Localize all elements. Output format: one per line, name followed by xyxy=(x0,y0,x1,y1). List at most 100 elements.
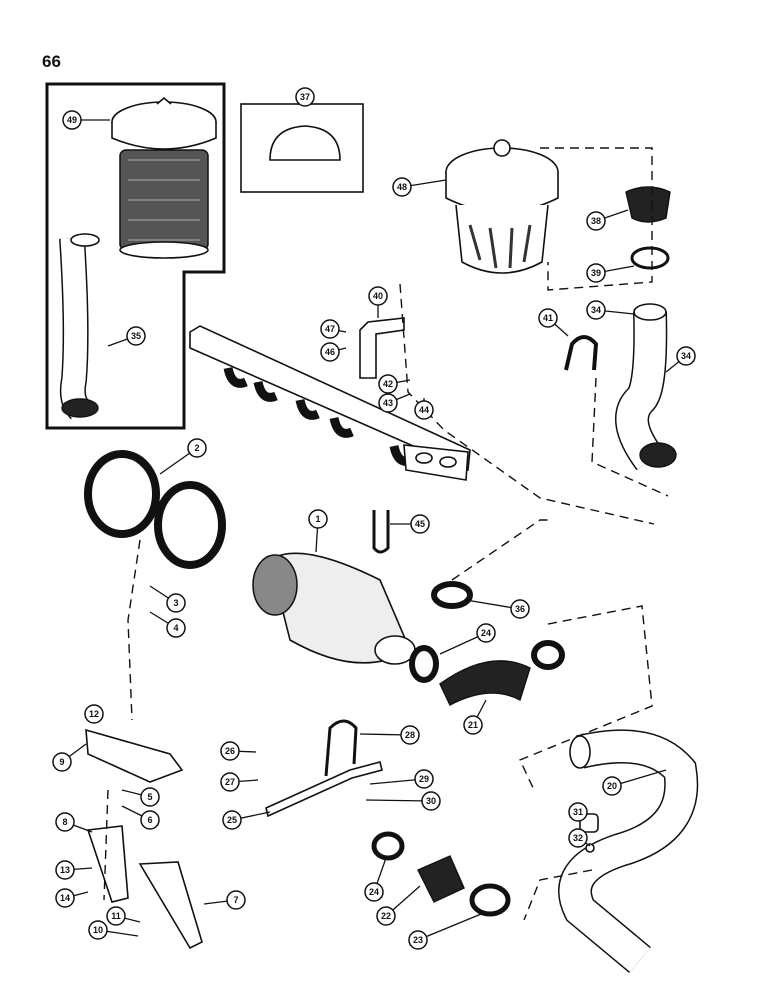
callout-bubble xyxy=(408,930,428,950)
callout-label: 29 xyxy=(419,774,429,784)
callout-bubble xyxy=(568,828,588,848)
bracket-40-shape xyxy=(359,317,405,379)
callout-label: 13 xyxy=(60,865,70,875)
callout-label: 44 xyxy=(419,405,429,415)
callout-label: 11 xyxy=(111,911,121,921)
callout-label: 45 xyxy=(415,519,425,529)
bracket-7 xyxy=(138,861,203,950)
inset-box-precleaner xyxy=(45,82,226,430)
callout-label: 30 xyxy=(426,796,436,806)
callout-9: 9 xyxy=(52,743,87,772)
clamp-39-shape xyxy=(630,246,670,270)
callout-37: 37 xyxy=(295,87,315,107)
callout-label: 24 xyxy=(481,628,491,638)
callout-bubble xyxy=(308,509,328,529)
callout-label: 47 xyxy=(325,324,335,334)
callout-bubble xyxy=(463,715,483,735)
callout-bubble xyxy=(84,704,104,724)
callout-bubble xyxy=(414,400,434,420)
callout-22: 22 xyxy=(376,885,421,926)
callout-6: 6 xyxy=(121,805,160,830)
callout-bubble xyxy=(220,741,240,761)
callout-bubble xyxy=(140,787,160,807)
clamp-24c xyxy=(371,831,405,861)
callout-7: 7 xyxy=(203,890,246,910)
callout-label: 8 xyxy=(62,817,67,827)
callout-13: 13 xyxy=(55,860,93,880)
callout-bubble xyxy=(295,87,315,107)
callout-label: 32 xyxy=(573,833,583,843)
callout-bubble xyxy=(476,623,496,643)
callout-label: 37 xyxy=(300,92,310,102)
ubolt-28 xyxy=(324,719,358,777)
callout-label: 21 xyxy=(468,720,478,730)
callout-label: 10 xyxy=(93,925,103,935)
callout-20: 20 xyxy=(602,769,667,796)
callout-label: 4 xyxy=(173,623,178,633)
callout-bubble xyxy=(586,263,606,283)
callout-leader xyxy=(417,911,487,941)
callout-41: 41 xyxy=(538,308,569,337)
clamp-23 xyxy=(469,883,511,917)
callout-4: 4 xyxy=(149,611,186,638)
manifold-illustration xyxy=(189,325,471,481)
callout-bubble xyxy=(166,593,186,613)
callout-label: 14 xyxy=(60,893,70,903)
callout-label: 31 xyxy=(573,807,583,817)
coupler-22 xyxy=(417,855,465,903)
callout-42: 42 xyxy=(378,374,411,394)
callout-35: 35 xyxy=(107,326,146,347)
plug-32 xyxy=(585,843,595,853)
callout-bubble xyxy=(88,920,108,940)
callout-label: 9 xyxy=(59,757,64,767)
callout-bubble xyxy=(378,393,398,413)
callout-bubble xyxy=(368,286,388,306)
clamp-24b xyxy=(531,640,565,670)
callout-bubble xyxy=(187,438,207,458)
callout-34: 34 xyxy=(586,300,635,320)
callout-leader xyxy=(365,799,432,802)
callout-5: 5 xyxy=(121,787,160,807)
callout-8: 8 xyxy=(55,812,93,833)
callout-label: 3 xyxy=(173,598,178,608)
callout-38: 38 xyxy=(586,209,629,231)
callout-28: 28 xyxy=(359,725,420,745)
callout-label: 1 xyxy=(315,514,320,524)
callout-24: 24 xyxy=(364,857,387,902)
callout-label: 48 xyxy=(397,182,407,192)
callout-46: 46 xyxy=(320,342,347,362)
callout-40: 40 xyxy=(368,286,388,318)
callout-label: 39 xyxy=(591,268,601,278)
callout-48: 48 xyxy=(392,177,447,197)
callout-label: 35 xyxy=(131,331,141,341)
callout-label: 34 xyxy=(591,305,601,315)
callout-39: 39 xyxy=(586,263,635,283)
clamp-2b xyxy=(154,481,226,569)
callout-bubble xyxy=(220,772,240,792)
clamp-36 xyxy=(431,581,473,609)
callout-label: 22 xyxy=(381,911,391,921)
page-number: 66 xyxy=(42,52,61,71)
callout-bubble xyxy=(62,110,82,130)
callout-bubble xyxy=(320,342,340,362)
callout-11: 11 xyxy=(106,906,141,926)
callout-bubble xyxy=(676,346,696,366)
ubolt-41 xyxy=(564,335,599,371)
callout-label: 20 xyxy=(607,781,617,791)
strap-25 xyxy=(265,761,383,818)
callout-bubble xyxy=(226,890,246,910)
callout-label: 25 xyxy=(227,815,237,825)
callout-bubble xyxy=(510,599,530,619)
cap-38-shape xyxy=(625,186,671,223)
callout-14: 14 xyxy=(55,888,89,908)
callout-label: 40 xyxy=(373,291,383,301)
callout-label: 26 xyxy=(225,746,235,756)
callout-label: 34 xyxy=(681,351,691,361)
callout-label: 43 xyxy=(383,398,393,408)
callout-1: 1 xyxy=(308,509,328,553)
hose-21 xyxy=(439,660,531,706)
callout-label: 6 xyxy=(147,815,152,825)
callout-bubble xyxy=(602,776,622,796)
callout-27: 27 xyxy=(220,772,259,792)
callout-label: 23 xyxy=(413,935,423,945)
